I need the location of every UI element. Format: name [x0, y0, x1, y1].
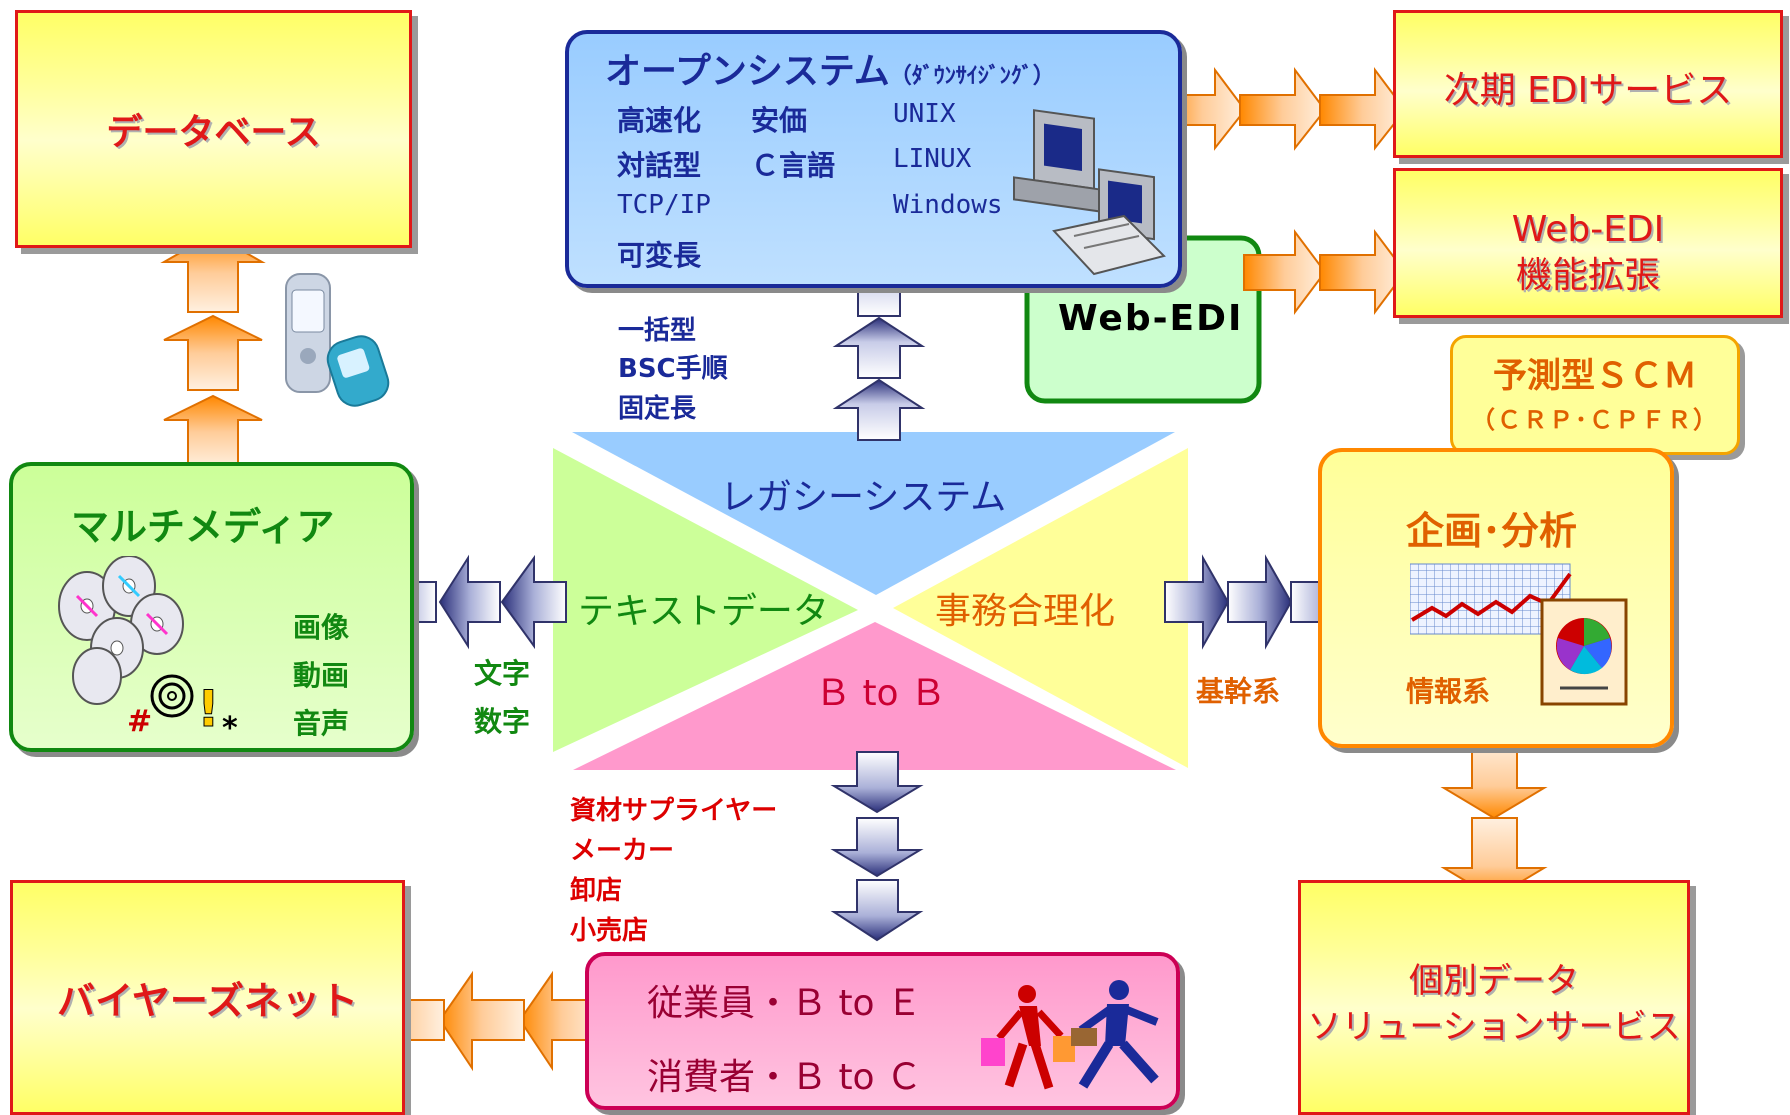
svg-text:!: ! — [197, 680, 220, 738]
svg-text:#: # — [127, 704, 152, 739]
text-label-numbers: 数字 — [474, 705, 531, 738]
supply-wholesaler: 卸店 — [570, 876, 623, 906]
next-edi-box: 次期 EDIサービス — [1393, 10, 1783, 158]
buyers-net-label: バイヤーズネット — [57, 979, 358, 1023]
open-system-box: オープンシステム（ﾀﾞｳﾝｻｲｼﾞﾝｸﾞ） 高速化 安価 対話型 Ｃ言語 TCP… — [565, 30, 1182, 288]
scm-sub: （ＣＲＰ･ＣＰＦＲ） — [1471, 406, 1719, 434]
consumer-b-to-c: 消費者・Ｂ to Ｃ — [647, 1057, 923, 1098]
planning-title: 企画･分析 — [1406, 509, 1578, 553]
media-audio: 音声 — [293, 707, 350, 740]
office-rationalization-label: 事務合理化 — [935, 591, 1116, 632]
arrow-right-to-web-edi-ext — [1243, 229, 1407, 315]
database-label: データベース — [106, 112, 321, 153]
arrow-right-to-next-edi — [1159, 67, 1407, 151]
b-to-b-triangle — [573, 622, 1176, 770]
individual-data-box: 個別データ ソリューションサービス — [1298, 880, 1690, 1115]
cd-disc-icon: # ! * — [58, 556, 238, 746]
open-system-title-sub: （ﾀﾞｳﾝｻｲｼﾞﾝｸﾞ） — [889, 64, 1055, 89]
arrow-down-to-consumer — [830, 751, 924, 942]
legacy-system-triangle — [572, 432, 1175, 595]
open-system-title-main: オープンシステム — [605, 51, 890, 92]
pie-chart-icon — [1540, 598, 1628, 706]
core-system-label: 基幹系 — [1196, 675, 1281, 708]
next-edi-label: 次期 EDIサービス — [1443, 70, 1733, 111]
legacy-system-label: レガシーシステム — [720, 477, 1007, 518]
os-windows: Windows — [893, 190, 1003, 220]
feature-cheap: 安価 — [751, 104, 808, 137]
legacy-fixed-length: 固定長 — [618, 394, 697, 424]
database-box: データベース — [15, 10, 412, 248]
consumer-box: 従業員・Ｂ to Ｅ 消費者・Ｂ to Ｃ — [585, 952, 1180, 1110]
feature-variable-length: 可変長 — [617, 239, 702, 272]
media-video: 動画 — [293, 659, 350, 692]
multimedia-title: マルチメディア — [71, 505, 335, 549]
arrow-down-to-individual — [1440, 737, 1548, 900]
web-edi-extension-box: Web-EDI 機能拡張 — [1393, 168, 1783, 318]
employee-b-to-e: 従業員・Ｂ to Ｅ — [647, 983, 923, 1024]
text-data-triangle — [553, 448, 858, 752]
computer-icon — [1013, 109, 1166, 276]
supply-retailer: 小売店 — [570, 916, 649, 946]
arrow-up-to-database — [160, 232, 266, 469]
mobile-phone-icon — [285, 273, 390, 407]
multimedia-box: マルチメディア 画像 動画 音声 # ! * — [9, 462, 414, 752]
individual-data-line1: 個別データ — [1409, 961, 1579, 1001]
b-to-b-label: Ｂ to Ｂ — [815, 673, 947, 714]
svg-text:*: * — [222, 711, 238, 746]
individual-data-line2: ソリューションサービス — [1307, 1007, 1681, 1047]
open-system-title: オープンシステム（ﾀﾞｳﾝｻｲｼﾞﾝｸﾞ） — [605, 42, 1055, 94]
buyers-net-box: バイヤーズネット — [10, 880, 405, 1115]
running-people-icon — [981, 980, 1159, 1090]
text-data-label: テキストデータ — [578, 591, 829, 632]
info-system-label: 情報系 — [1406, 675, 1491, 708]
office-rationalization-triangle — [893, 448, 1188, 768]
text-label-characters: 文字 — [474, 657, 531, 690]
feature-tcpip: TCP/IP — [617, 190, 711, 220]
feature-interactive: 対話型 — [617, 149, 702, 182]
scm-title: 予測型ＳＣＭ — [1493, 356, 1697, 396]
legacy-batch: 一括型 — [618, 316, 697, 346]
supply-material-supplier: 資材サプライヤー — [570, 796, 778, 826]
supply-manufacturer: メーカー — [570, 836, 675, 866]
feature-speed: 高速化 — [617, 104, 702, 137]
scm-box: 予測型ＳＣＭ （ＣＲＰ･ＣＰＦＲ） — [1450, 335, 1740, 455]
os-unix: UNIX — [893, 99, 956, 129]
feature-c-language: Ｃ言語 — [751, 149, 836, 182]
os-linux: LINUX — [893, 144, 972, 174]
web-edi-ext-line1: Web-EDI — [1511, 209, 1665, 250]
web-edi-label: Web-EDI — [1058, 298, 1244, 339]
media-image: 画像 — [293, 611, 350, 644]
web-edi-ext-line2: 機能拡張 — [1515, 255, 1660, 296]
legacy-bsc: BSC手順 — [618, 354, 728, 384]
planning-box: 企画･分析 情報系 — [1318, 448, 1674, 748]
